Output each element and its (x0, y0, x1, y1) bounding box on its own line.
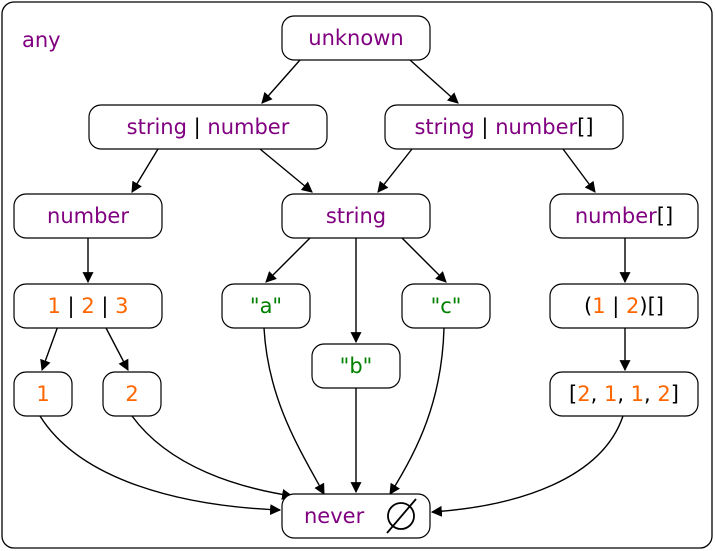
array-literal-comma-1: , (591, 382, 604, 406)
union-123-sep-2: | (101, 294, 108, 319)
union-123-v3: 3 (115, 294, 128, 318)
tuple-union-v2: 2 (626, 294, 639, 318)
edge-string-or-number-to-number (131, 148, 159, 193)
union-123-v1: 1 (47, 294, 60, 318)
array-literal-v2: 1 (604, 382, 617, 406)
node-lit-2: 2 (102, 371, 162, 417)
edge-lit-c-to-never (389, 327, 445, 495)
edge-string-or-number-array-to-number-array (562, 148, 596, 193)
edge-lit-a-to-never (263, 327, 325, 495)
node-string-or-number-array: string | number[] (384, 104, 624, 150)
node-string: string (281, 193, 431, 239)
tuple-union-v1: 1 (592, 294, 605, 318)
svg-text:string | number: string | number (127, 115, 290, 140)
edge-array-literal-to-never (430, 415, 624, 517)
edge-string-or-number-array-to-string (377, 148, 413, 193)
node-lit-b: "b" (311, 343, 401, 389)
string-or-number-array-part-2: number (495, 115, 577, 139)
array-literal-open: [ (569, 382, 577, 406)
node-number: number (13, 193, 163, 239)
empty-set-icon (386, 498, 417, 534)
array-literal-v4: 2 (657, 382, 670, 406)
tuple-union-open: ( (584, 294, 592, 318)
node-never: never (281, 493, 431, 539)
array-literal-close: ] (671, 382, 679, 406)
edge-string-or-number-to-string (259, 148, 313, 193)
node-unknown: unknown (281, 15, 431, 61)
edges (39, 59, 631, 517)
number-label: number (47, 204, 129, 228)
edge-string-to-lit-c (401, 237, 447, 283)
lit-c-label: "c" (431, 294, 462, 318)
lit-a-label: "a" (250, 294, 282, 318)
tuple-union-close: )[] (639, 294, 664, 318)
edge-union-123-to-lit-2 (104, 325, 129, 371)
node-tuple-union: (1 | 2)[] (549, 283, 699, 329)
node-lit-1: 1 (13, 371, 73, 417)
string-label: string (326, 204, 386, 228)
svg-text:(1 | 2)[]: (1 | 2)[] (584, 294, 664, 319)
node-union-123: 1 | 2 | 3 (13, 283, 163, 329)
lit-b-label: "b" (340, 354, 373, 378)
string-or-number-array-sep: | (481, 115, 488, 140)
array-literal-comma-3: , (644, 382, 657, 406)
tuple-union-sep: | (612, 294, 619, 319)
array-literal-v3: 1 (631, 382, 644, 406)
svg-text:number[]: number[] (575, 204, 673, 228)
number-array-part-1: number (575, 204, 657, 228)
lit-1-label: 1 (36, 382, 49, 406)
edge-lit-1-to-never (39, 415, 282, 516)
array-literal-comma-2: , (617, 382, 630, 406)
union-123-v2: 2 (81, 294, 94, 318)
node-lit-a: "a" (221, 283, 311, 329)
string-or-number-part-2: number (207, 115, 289, 139)
string-or-number-array-part-1: string (414, 115, 474, 139)
node-array-literal: [2, 1, 1, 2] (549, 371, 699, 417)
edge-union-123-to-lit-1 (40, 325, 59, 372)
union-123-sep-1: | (68, 294, 75, 319)
edge-lit-2-to-never (131, 415, 294, 500)
unknown-label: unknown (308, 26, 403, 50)
svg-text:[2, 1, 1, 2]: [2, 1, 1, 2] (569, 382, 679, 406)
svg-text:1 | 2 | 3: 1 | 2 | 3 (47, 294, 128, 319)
edge-unknown-to-string-or-number-array (409, 59, 459, 104)
node-string-or-number: string | number (88, 104, 328, 150)
never-label: never (304, 504, 365, 528)
array-literal-v1: 2 (577, 382, 590, 406)
edge-string-to-lit-a (265, 237, 311, 283)
string-or-number-array-brackets: [] (577, 115, 593, 139)
string-or-number-sep: | (194, 115, 201, 140)
number-array-brackets: [] (657, 204, 673, 228)
lit-2-label: 2 (125, 382, 138, 406)
any-label: any (22, 28, 61, 52)
string-or-number-part-1: string (127, 115, 187, 139)
svg-text:string | number[]: string | number[] (414, 115, 593, 140)
edge-unknown-to-string-or-number (261, 59, 301, 104)
node-lit-c: "c" (401, 283, 491, 329)
node-number-array: number[] (549, 193, 699, 239)
